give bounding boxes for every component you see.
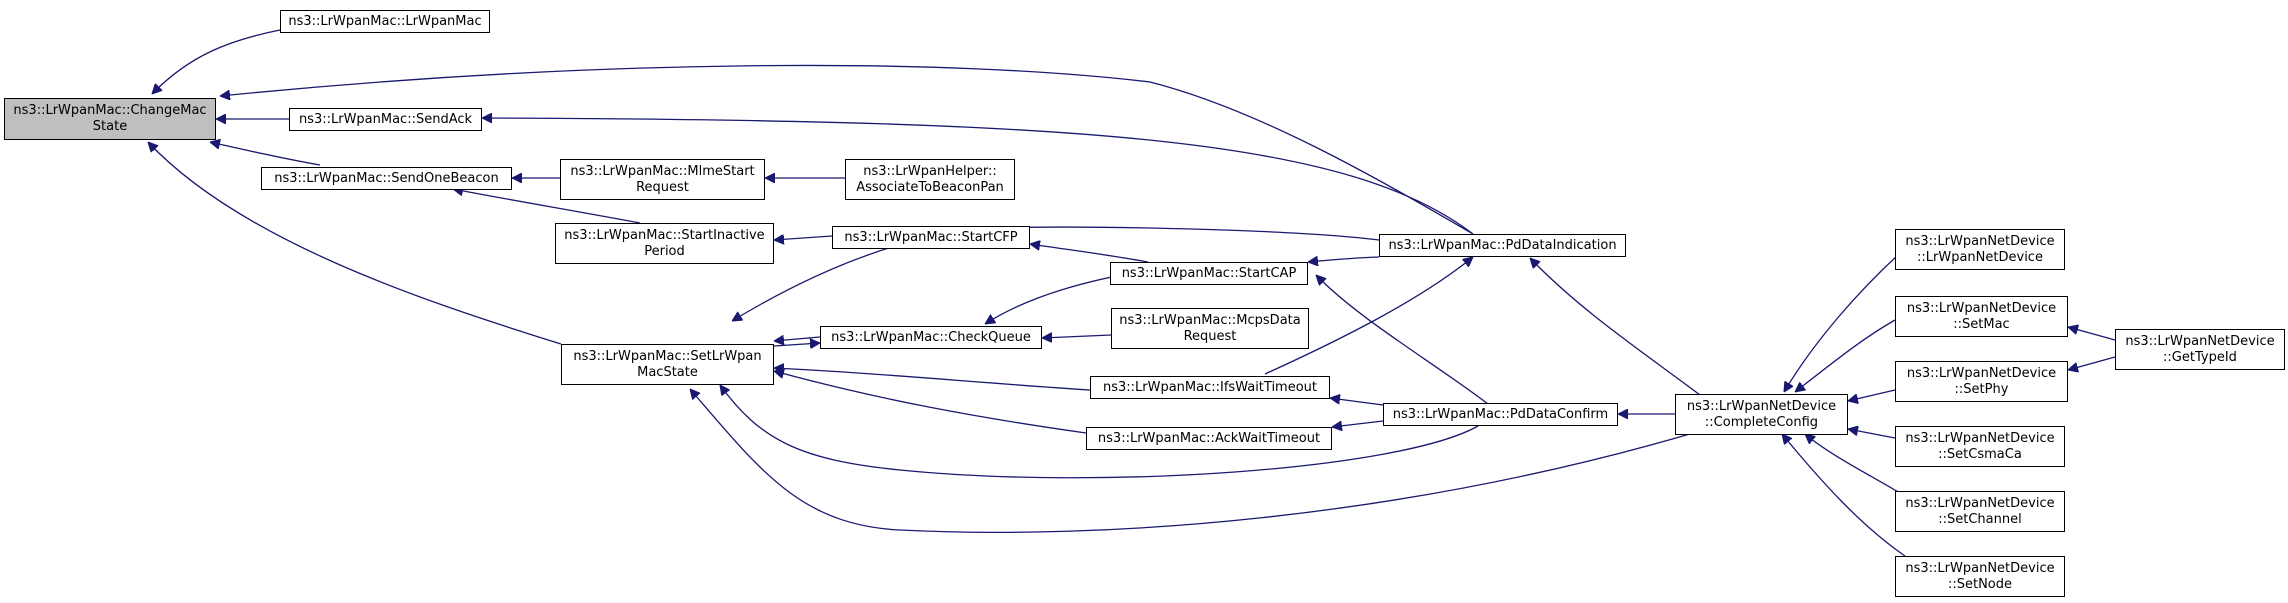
- edge-setcsmaca-to-completeconfig: [1848, 429, 1896, 439]
- edge-pddataconfirm-to-ackwait: [1332, 420, 1384, 427]
- node-check-queue[interactable]: ns3::LrWpanMac::CheckQueue: [820, 326, 1042, 349]
- node-set-node[interactable]: ns3::LrWpanNetDevice ::SetNode: [1895, 556, 2065, 597]
- node-netdevice-constructor[interactable]: ns3::LrWpanNetDevice ::LrWpanNetDevice: [1895, 229, 2065, 270]
- edge-pddataconfirm-to-ifswait: [1330, 398, 1384, 406]
- edge-checkqueue-to-setmacstate: [774, 337, 821, 341]
- edge-setmacstate-to-checkqueue: [773, 343, 820, 346]
- node-associate-to-beacon-pan[interactable]: ns3::LrWpanHelper:: AssociateToBeaconPan: [845, 159, 1015, 200]
- edge-ackwait-to-setmacstate: [774, 371, 1087, 434]
- edge-sendonebeacon-to-changemacstate: [210, 142, 321, 166]
- edge-gettypeid-to-setphy: [2068, 356, 2116, 370]
- node-set-channel[interactable]: ns3::LrWpanNetDevice ::SetChannel: [1895, 491, 2065, 532]
- node-start-inactive-period[interactable]: ns3::LrWpanMac::StartInactive Period: [555, 223, 774, 264]
- node-send-ack[interactable]: ns3::LrWpanMac::SendAck: [289, 108, 482, 131]
- node-pd-data-indication[interactable]: ns3::LrWpanMac::PdDataIndication: [1379, 234, 1626, 257]
- node-mcps-data-request[interactable]: ns3::LrWpanMac::McpsData Request: [1111, 308, 1309, 349]
- edge-pddataindication-to-changemacstate: [220, 64, 1474, 235]
- node-ack-wait-timeout[interactable]: ns3::LrWpanMac::AckWaitTimeout: [1086, 427, 1332, 450]
- node-lrwpanmac-constructor[interactable]: ns3::LrWpanMac::LrWpanMac: [280, 10, 490, 33]
- edge-netdevicector-to-completeconfig: [1784, 254, 1899, 392]
- node-set-phy[interactable]: ns3::LrWpanNetDevice ::SetPhy: [1895, 361, 2068, 402]
- node-start-cfp[interactable]: ns3::LrWpanMac::StartCFP: [832, 226, 1030, 249]
- edge-setphy-to-completeconfig: [1848, 389, 1896, 401]
- node-send-one-beacon[interactable]: ns3::LrWpanMac::SendOneBeacon: [261, 167, 512, 190]
- edge-startcfp-to-startinactive: [774, 236, 833, 240]
- edge-pddataconfirm-to-setmacstate: [720, 385, 1479, 479]
- edge-gettypeid-to-setmac: [2068, 327, 2116, 341]
- edge-setmac-to-completeconfig: [1795, 319, 1896, 392]
- node-start-cap[interactable]: ns3::LrWpanMac::StartCAP: [1110, 262, 1308, 285]
- edge-startcap-to-startcfp: [1030, 244, 1149, 263]
- node-set-mac[interactable]: ns3::LrWpanNetDevice ::SetMac: [1895, 296, 2068, 337]
- edge-ctor-to-changemacstate: [152, 29, 281, 94]
- edge-startinactive-to-sendonebeacon: [453, 189, 641, 224]
- edge-ifswait-to-pddataindication: [1264, 257, 1473, 375]
- node-mlme-start-request[interactable]: ns3::LrWpanMac::MlmeStart Request: [560, 159, 765, 200]
- edge-completeconfig-to-pddataindication: [1530, 258, 1701, 396]
- node-set-lrwpan-mac-state[interactable]: ns3::LrWpanMac::SetLrWpan MacState: [561, 344, 774, 385]
- node-ifs-wait-timeout[interactable]: ns3::LrWpanMac::IfsWaitTimeout: [1090, 376, 1330, 399]
- edge-setchannel-to-completeconfig: [1805, 434, 1901, 494]
- edge-setnode-to-completeconfig: [1782, 434, 1906, 557]
- node-change-mac-state[interactable]: ns3::LrWpanMac::ChangeMac State: [4, 98, 216, 140]
- node-set-csma-ca[interactable]: ns3::LrWpanNetDevice ::SetCsmaCa: [1895, 426, 2065, 467]
- edge-pddataindication-to-startcap: [1308, 257, 1380, 262]
- edge-mcpsdata-to-checkqueue: [1042, 335, 1112, 338]
- edge-pddataconfirm-to-startcap: [1316, 275, 1489, 405]
- edge-completeconfig-to-setmacstate: [690, 389, 1701, 533]
- node-complete-config[interactable]: ns3::LrWpanNetDevice ::CompleteConfig: [1675, 394, 1848, 435]
- edge-setmacstate-to-changemacstate: [148, 142, 562, 345]
- node-pd-data-confirm[interactable]: ns3::LrWpanMac::PdDataConfirm: [1383, 403, 1618, 426]
- edge-ifswait-to-setmacstate: [774, 368, 1091, 391]
- node-get-type-id[interactable]: ns3::LrWpanNetDevice ::GetTypeId: [2115, 329, 2285, 370]
- edge-pddataindication-to-sendack: [482, 118, 1474, 235]
